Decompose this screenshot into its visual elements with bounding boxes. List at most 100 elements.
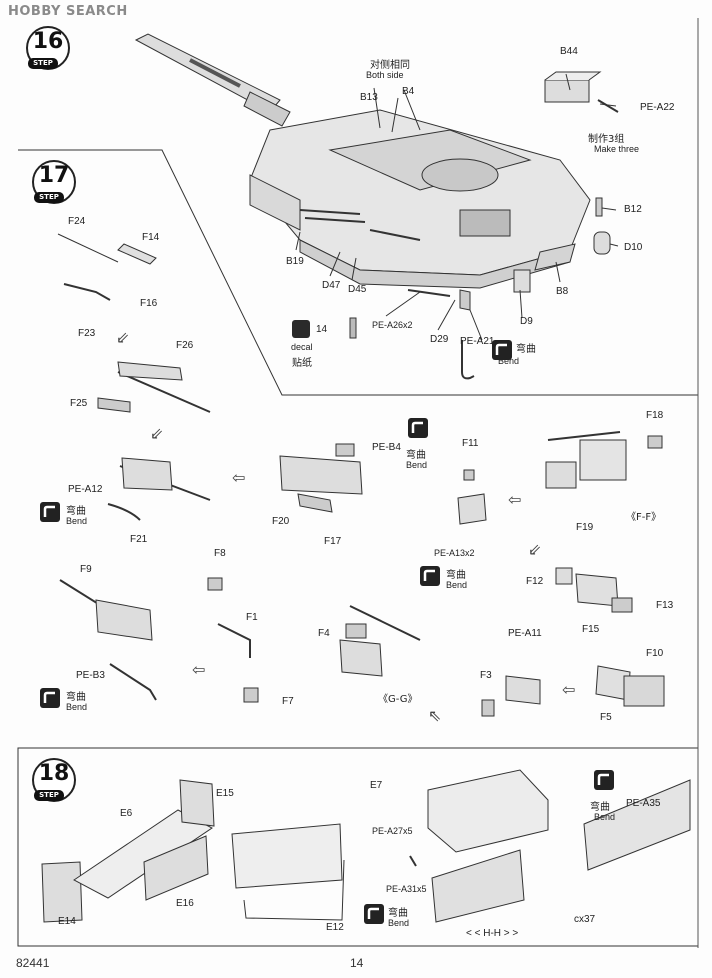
part-b4: B4 (402, 86, 415, 97)
bend-cn: 弯曲 (388, 908, 408, 919)
bend-cn: 弯曲 (66, 506, 86, 517)
bend-icon (420, 566, 440, 586)
flow-arrow: ⇦ (192, 660, 206, 679)
part-f14: F14 (142, 232, 160, 243)
part-b19: B19 (286, 256, 304, 267)
turret-drawing (134, 33, 619, 380)
part-e14: E14 (58, 916, 76, 927)
part-f1: F1 (246, 612, 258, 623)
part-f3: F3 (480, 670, 492, 681)
part-f13: F13 (656, 600, 674, 611)
part-d29: D29 (430, 334, 449, 345)
decal-cn: 贴纸 (292, 358, 312, 369)
part-f26: F26 (176, 340, 194, 351)
part-f24: F24 (68, 216, 86, 227)
part-f12: F12 (526, 576, 544, 587)
bend-en: Bend (388, 918, 410, 928)
bend-en: Bend (446, 580, 468, 590)
part-b13: B13 (360, 92, 378, 103)
part-f25: F25 (70, 398, 88, 409)
part-f10: F10 (646, 648, 664, 659)
bend-cn: 弯曲 (66, 692, 86, 703)
flow-arrow: ⇦ (508, 490, 522, 509)
flow-arrow: ⇙ (116, 328, 130, 347)
flow-arrow: ⇙ (528, 540, 542, 559)
step17-frame (18, 149, 698, 396)
part-pe-a35: PE-A35 (626, 798, 661, 809)
part-f15: F15 (582, 624, 600, 635)
part-f11: F11 (462, 438, 479, 449)
part-pe-a31x5: PE-A31x5 (386, 884, 427, 894)
bend-en: Bend (406, 460, 428, 470)
part-b12: B12 (624, 204, 642, 215)
part-e6: E6 (120, 808, 133, 819)
part-cx37: cx37 (574, 914, 596, 925)
bend-cn: 弯曲 (446, 570, 466, 581)
flow-arrow: ⇖ (428, 706, 442, 725)
decal-label: decal (291, 342, 313, 352)
part-b8: B8 (556, 286, 569, 297)
page-number: 14 (350, 956, 364, 970)
bend-icon (364, 904, 384, 924)
step-18-badge: 18 STEP (32, 758, 76, 802)
make-three-cn: 制作3组 (588, 134, 625, 145)
part-f16: F16 (140, 298, 158, 309)
part-f21: F21 (130, 534, 148, 545)
bend-icon (492, 340, 512, 360)
part-f18: F18 (646, 410, 664, 421)
step-16-number: 16 (32, 29, 64, 54)
step-17-number: 17 (38, 163, 70, 188)
flow-arrow: ⇙ (150, 424, 164, 443)
watermark: HOBBY SEARCH (8, 4, 128, 19)
part-pe-a13x2: PE-A13x2 (434, 548, 475, 558)
part-d47: D47 (322, 280, 341, 291)
make-three-en: Make three (594, 144, 640, 154)
part-f8: F8 (214, 548, 226, 559)
step18-baskets (41, 769, 691, 923)
bend-cn: 弯曲 (406, 450, 426, 461)
step-17-tag: STEP (34, 192, 64, 203)
bend-en: Bend (594, 812, 616, 822)
part-f20: F20 (272, 516, 290, 527)
part-f23: F23 (78, 328, 96, 339)
both-side-cn: 对侧相同 (370, 60, 410, 71)
step-16-tag: STEP (28, 58, 58, 69)
part-pe-b3: PE-B3 (76, 670, 105, 681)
part-pe-a11: PE-A11 (508, 628, 542, 639)
part-pe-a21: PE-A21 (460, 336, 495, 347)
part-e16: E16 (176, 898, 194, 909)
part-f19: F19 (576, 522, 594, 533)
part-pe-a12: PE-A12 (68, 484, 103, 495)
step-16-badge: 16 STEP (26, 26, 70, 70)
part-pe-a27x5: PE-A27x5 (372, 826, 413, 836)
bend-en: Bend (66, 516, 88, 526)
step-18-number: 18 (38, 761, 70, 786)
part-pe-a26x2: PE-A26x2 (372, 320, 413, 330)
view-ff: 《F-F》 (626, 512, 662, 523)
bend-icon (40, 688, 60, 708)
bend-icon (594, 770, 614, 790)
watermark-rest: SEARCH (60, 4, 128, 19)
bend-icon (40, 502, 60, 522)
view-hh: < < H-H > > (466, 928, 519, 939)
step-18-tag: STEP (34, 790, 64, 801)
bend-cn: 弯曲 (590, 802, 610, 813)
part-d9: D9 (520, 316, 533, 327)
part-f9: F9 (80, 564, 92, 575)
part-d45: D45 (348, 284, 367, 295)
decal-icon (292, 320, 310, 338)
part-e7: E7 (370, 780, 383, 791)
watermark-brand: HOBBY (8, 4, 61, 19)
step17-guns (57, 233, 665, 717)
part-e12: E12 (326, 922, 344, 933)
part-f7: F7 (282, 696, 294, 707)
part-f4: F4 (318, 628, 330, 639)
decal-number: 14 (316, 324, 328, 335)
part-f17: F17 (324, 536, 342, 547)
both-side-en: Both side (366, 70, 404, 80)
part-pe-b4: PE-B4 (372, 442, 401, 453)
bend-cn: 弯曲 (516, 344, 536, 355)
part-d10: D10 (624, 242, 643, 253)
part-pe-a22: PE-A22 (640, 102, 675, 113)
